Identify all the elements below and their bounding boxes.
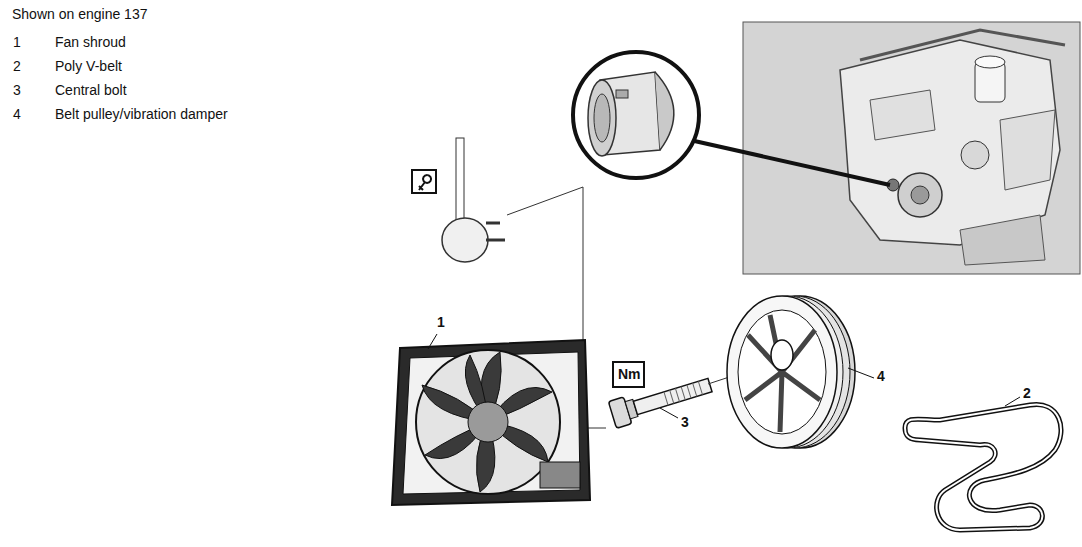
legend-text: Belt pulley/vibration damper xyxy=(55,106,228,123)
legend-text: Central bolt xyxy=(55,82,127,99)
legend-number: 2 xyxy=(13,58,21,75)
engine-photo xyxy=(743,22,1080,274)
poly-v-belt xyxy=(905,397,1061,530)
detail-magnifier xyxy=(573,52,699,178)
note-text: Shown on engine 137 xyxy=(12,6,147,23)
belt-pulley xyxy=(727,296,874,448)
legend-number: 3 xyxy=(13,82,21,99)
callout-number: 2 xyxy=(1022,385,1032,402)
symbol-text: Nm xyxy=(618,366,639,383)
callout-number: 4 xyxy=(876,368,886,385)
legend-text: Fan shroud xyxy=(55,34,126,51)
legend-text: Poly V-belt xyxy=(55,58,122,75)
callout-number: 3 xyxy=(680,414,690,431)
legend-number: 1 xyxy=(13,34,21,51)
crankshaft-detail xyxy=(588,72,674,156)
fan-shroud xyxy=(392,334,590,505)
callout-number: 1 xyxy=(436,314,446,331)
torque-symbol: Nm xyxy=(612,361,645,388)
legend-number: 4 xyxy=(13,106,21,123)
